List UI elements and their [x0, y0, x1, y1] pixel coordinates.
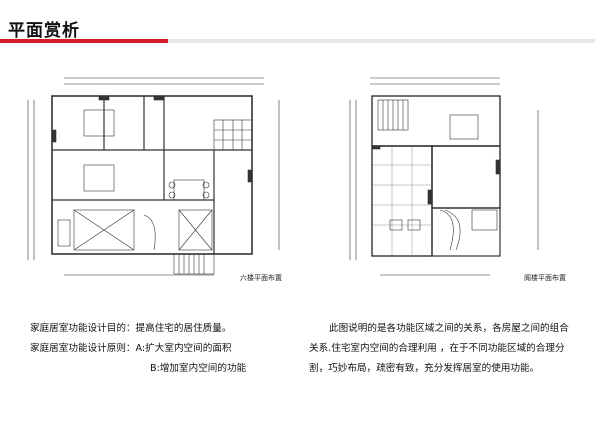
attic-floor-plan-drawing	[349, 77, 539, 276]
design-principle-b-line: B:增加室内空间的功能	[150, 363, 247, 374]
description-line-2: 关系.住宅室内空间的合理利用 ，在于不同功能区域的合理分	[309, 343, 565, 354]
page-title: 平面赏析	[8, 21, 80, 41]
sixth-floor-plan-caption: 六楼平面布置	[240, 274, 282, 282]
sixth-floor-plan-drawing	[27, 77, 280, 276]
description-line-3: 割，巧妙布局，疏密有致，充分发挥居室的使用功能。	[309, 363, 540, 374]
design-goal-line: 家庭居室功能设计目的：提高住宅的居住质量。	[30, 323, 232, 334]
header-rule-accent	[0, 39, 168, 43]
attic-floor-plan-caption: 阁楼平面布置	[524, 274, 566, 282]
page-header: 平面赏析	[0, 0, 595, 58]
header-rule	[0, 39, 595, 43]
plan-description-text: 此图说明的是各功能区域之间的关系，各房屋之间的组合 关系.住宅室内空间的合理利用…	[309, 319, 581, 379]
design-principles-text: 家庭居室功能设计目的：提高住宅的居住质量。 家庭居室功能设计原则：A:扩大室内空…	[30, 319, 300, 379]
description-line-1: 此图说明的是各功能区域之间的关系，各房屋之间的组合	[329, 323, 569, 334]
design-principle-a-line: 家庭居室功能设计原则：A:扩大室内空间的面积	[30, 343, 232, 354]
